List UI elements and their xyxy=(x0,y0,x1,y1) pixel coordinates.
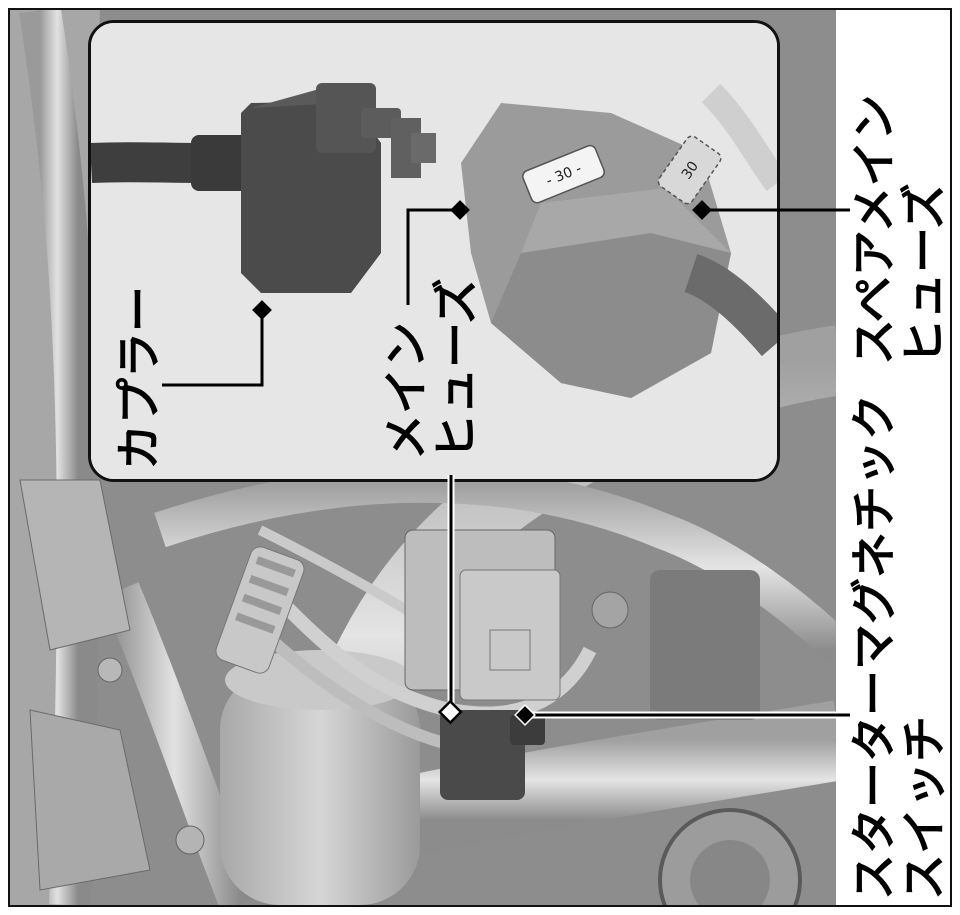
spare-fuse-pointer-diamond xyxy=(692,200,712,220)
coupler-pointer-diamond xyxy=(252,300,272,320)
spare-fuse-label-line1: スペアメイン xyxy=(847,95,901,365)
main-fuse-label-line1: メイン xyxy=(379,322,433,460)
starter-switch-label-line1: スターターマグネチック xyxy=(847,394,901,900)
spare-fuse-label-line2: ヒューズ xyxy=(897,183,950,365)
callout-overlay: カプラー メイン ヒューズ スペアメイン ヒューズ スターターマグネチック スイ… xyxy=(112,95,950,900)
main-fuse-photo-diamond xyxy=(437,699,463,725)
starter-pointer-diamond xyxy=(514,704,536,726)
coupler-label: カプラー xyxy=(112,286,166,470)
main-fuse-label-line2: ヒューズ xyxy=(429,278,483,460)
coupler-leader-line xyxy=(162,310,264,387)
starter-switch-label-line2: スイッチ xyxy=(897,716,950,900)
figure-frame: - 30 - 30 xyxy=(8,8,952,907)
inset-detail-panel: - 30 - 30 xyxy=(88,20,780,482)
main-fuse-leader-line xyxy=(406,208,460,305)
main-fuse-pointer-diamond xyxy=(450,200,470,220)
inset-illustration: - 30 - 30 xyxy=(91,23,777,479)
